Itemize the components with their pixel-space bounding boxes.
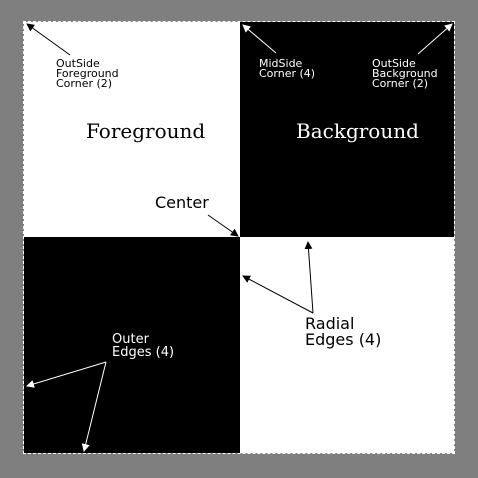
arrow-outer-edge-left [26, 361, 107, 388]
outside-background-corner-label: OutSide Background Corner (2) [372, 57, 438, 90]
midside-corner-label: MidSide Corner (4) [259, 57, 316, 80]
background-quadrant-bottom-left [24, 237, 240, 453]
foreground-quadrant-bottom-right [240, 237, 454, 453]
arrow-midside-corner [242, 24, 277, 54]
outside-foreground-corner-label: OutSide Foreground Corner (2) [56, 57, 119, 90]
center-label: Center [155, 193, 209, 212]
arrow-outside-background-corner [417, 23, 453, 55]
background-label: Background [296, 119, 419, 143]
arrow-radial-edge-horizontal [242, 275, 314, 314]
foreground-label: Foreground [86, 119, 206, 143]
arrow-outside-foreground-corner [26, 23, 71, 56]
arrow-center [207, 214, 239, 237]
background-quadrant-top-right [240, 22, 454, 237]
arrow-radial-edge-vertical [304, 241, 314, 314]
foreground-quadrant-top-left [24, 22, 240, 237]
outer-edges-label: Outer Edges (4) [112, 332, 175, 360]
arrow-outer-edge-bottom [81, 361, 107, 452]
radial-edges-label: Radial Edges (4) [305, 314, 382, 349]
